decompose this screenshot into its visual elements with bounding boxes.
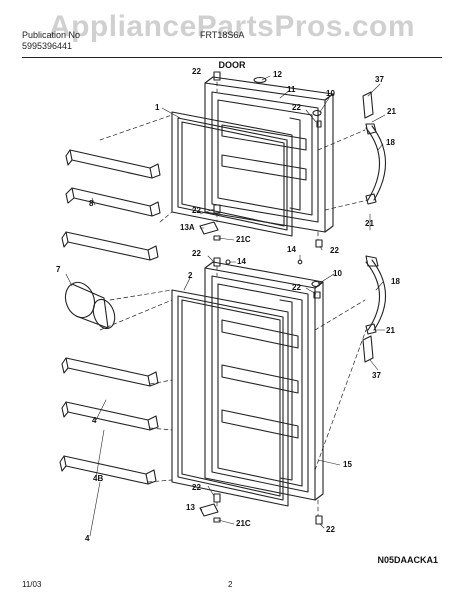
callout-18-top: 18 (386, 138, 395, 147)
freezer-dashed-leaders (99, 81, 369, 241)
callout-22-bottom: 22 (326, 525, 335, 534)
watermark-text: AppliancePartsPros.com (48, 10, 416, 43)
callout-leaders (65, 75, 386, 537)
freezer-hinge-parts (199, 71, 387, 248)
diagram-code: N05DAACKA1 (377, 555, 438, 565)
publication-number: 5995396441 (22, 41, 73, 51)
callout-22-hinge-top: 22 (330, 246, 339, 255)
header-rule (22, 57, 442, 58)
callout-22-cap-fresh: 22 (292, 283, 301, 292)
callout-12: 12 (273, 70, 282, 79)
callout-18-fresh: 18 (391, 277, 400, 286)
callout-8: 8 (89, 199, 94, 208)
fresh-food-shelf-4-lower (59, 455, 157, 485)
callout-4-lower: 4 (85, 534, 90, 543)
fresh-food-door-liner (217, 283, 303, 487)
callout-22-fresh-top: 22 (192, 249, 201, 258)
section-title: DOOR (218, 60, 246, 70)
fresh-food-door-outer-15 (204, 261, 324, 501)
publication-label: Publication No (22, 30, 81, 40)
freezer-door-outer-11 (204, 76, 334, 233)
dairy-cover-7 (64, 281, 116, 330)
callout-10-top: 10 (326, 89, 335, 98)
callout-21c-bottom: 21C (236, 519, 251, 528)
callout-21c-top: 21C (236, 235, 251, 244)
callout-22-fresh-bottom: 22 (192, 483, 201, 492)
footer-date: 11/03 (22, 580, 42, 589)
callout-22-top: 22 (192, 67, 201, 76)
callout-14-fresh: 14 (237, 257, 246, 266)
callout-37-top: 37 (375, 75, 384, 84)
model-number: FRT18S6A (200, 30, 245, 40)
callout-2: 2 (188, 271, 193, 280)
callout-7: 7 (56, 265, 61, 274)
callout-4-upper: 4 (92, 416, 97, 425)
freezer-door-liner (217, 99, 313, 216)
callout-15: 15 (343, 460, 352, 469)
callout-37-fresh: 37 (372, 371, 381, 380)
fresh-food-gasket-2 (171, 289, 289, 507)
fresh-food-dashed-leaders (99, 265, 367, 517)
fresh-food-hinge-parts (199, 255, 387, 525)
footer-page-number: 2 (228, 580, 233, 589)
callout-14-top: 14 (287, 245, 296, 254)
callout-21-mid: 21 (365, 219, 374, 228)
fresh-food-shelf-4b (61, 401, 159, 431)
callout-4b: 4B (93, 474, 103, 483)
callout-13: 13 (186, 503, 195, 512)
freezer-shelf-8 (61, 149, 161, 261)
callout-21-fresh: 21 (386, 326, 395, 335)
callout-22-freezer-bottom: 22 (192, 206, 201, 215)
callout-10-fresh: 10 (333, 269, 342, 278)
callout-22-cap: 22 (292, 103, 301, 112)
callout-21-top: 21 (387, 107, 396, 116)
callout-11: 11 (287, 85, 296, 94)
publication-info: Publication No 5995396441 (22, 30, 80, 52)
callout-13a: 13A (180, 223, 195, 232)
callout-1: 1 (155, 103, 160, 112)
freezer-gasket-1 (171, 111, 293, 237)
fresh-food-shelf-4-upper (61, 357, 159, 387)
